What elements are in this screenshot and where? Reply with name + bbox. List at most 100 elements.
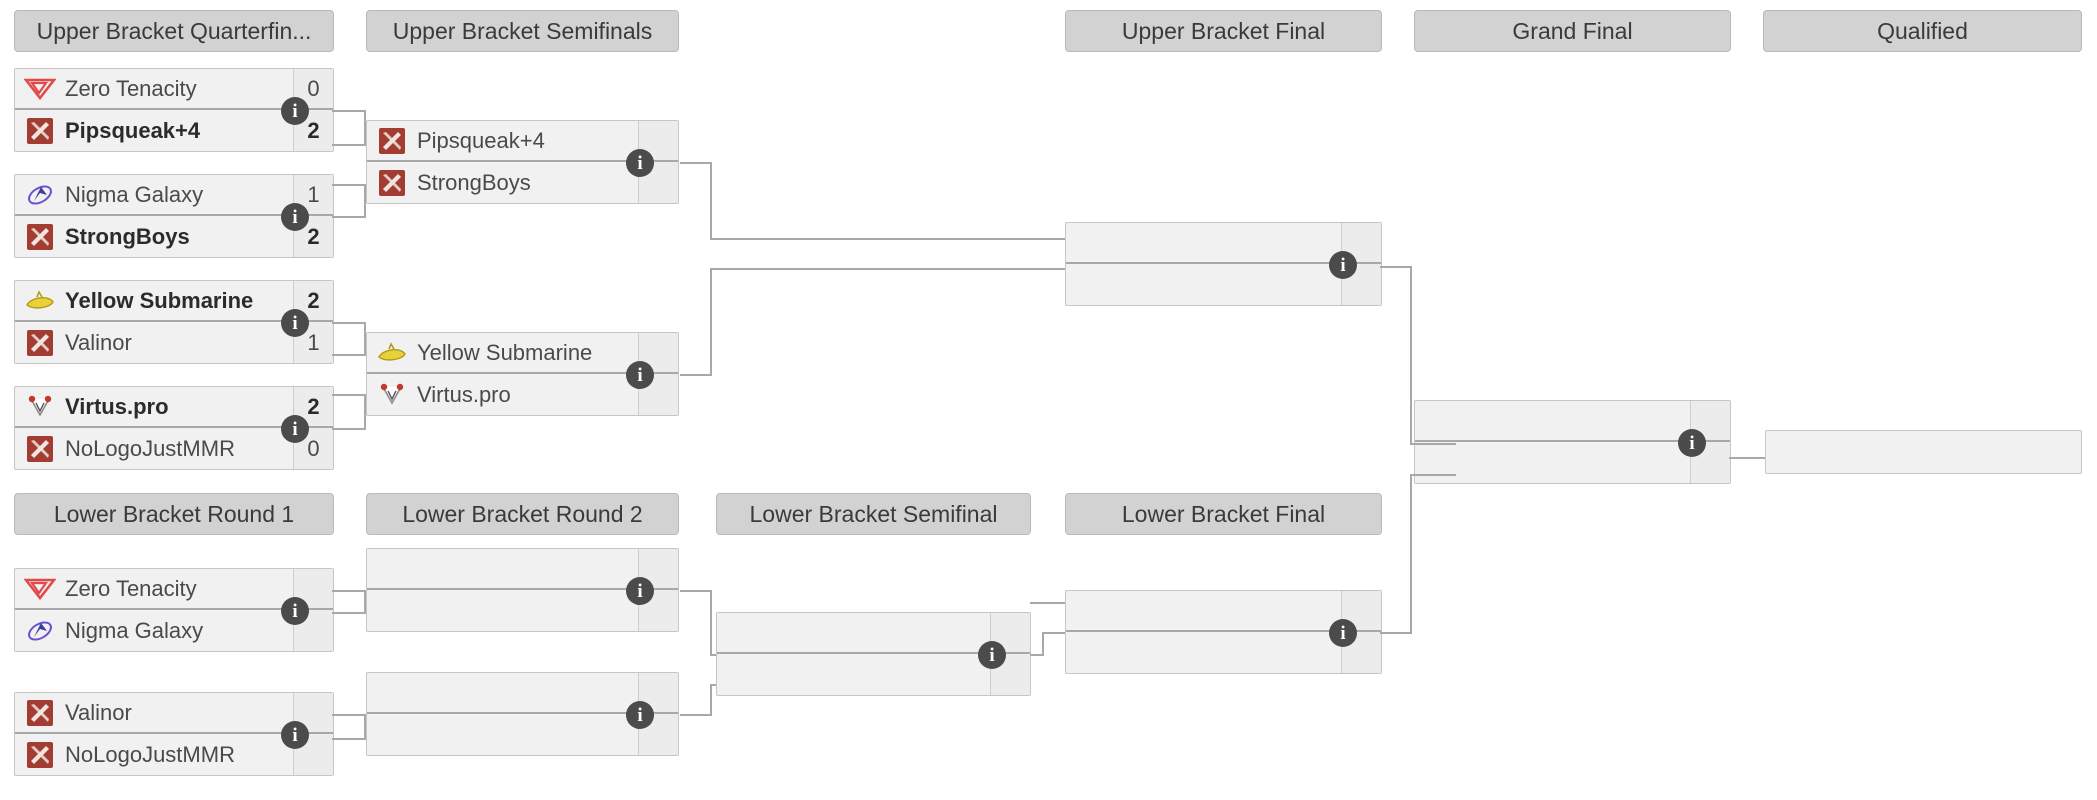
match-team-row[interactable]: StrongBoys 2 <box>15 216 333 257</box>
match-lower-bracket-final[interactable]: i <box>1065 590 1382 674</box>
connector <box>332 110 366 112</box>
round-header-qualified[interactable]: Qualified <box>1763 10 2082 52</box>
round-header-lower-bracket-round-2[interactable]: Lower Bracket Round 2 <box>366 493 679 535</box>
empty-slot-icon <box>1774 437 1808 467</box>
team-name: NoLogoJustMMR <box>65 435 235 461</box>
connector <box>680 590 712 592</box>
connector <box>1410 266 1412 445</box>
match-lbr2-1[interactable]: i <box>366 548 679 632</box>
dota-default-logo-icon <box>23 116 57 146</box>
round-header-label: Lower Bracket Final <box>1121 500 1326 527</box>
match-info-icon[interactable]: i <box>1678 429 1706 457</box>
round-header-label: Qualified <box>1877 17 1968 44</box>
match-info-icon[interactable]: i <box>626 361 654 389</box>
connector <box>332 322 366 324</box>
match-team-row[interactable]: Nigma Galaxy 1 <box>15 175 333 216</box>
virtus-pro-logo-icon <box>23 392 57 422</box>
match-info-icon[interactable]: i <box>281 415 309 443</box>
match-ubqf-4[interactable]: Virtus.pro 2 NoLogoJustMMR 0 i <box>14 386 334 470</box>
team-name: Zero Tenacity <box>65 575 197 601</box>
match-info-icon[interactable]: i <box>281 597 309 625</box>
match-info-icon[interactable]: i <box>281 97 309 125</box>
match-ubsf-1[interactable]: Pipsqueak+4 StrongBoys i <box>366 120 679 204</box>
match-lbr2-2[interactable]: i <box>366 672 679 756</box>
connector <box>364 394 366 430</box>
match-ubsf-2[interactable]: Yellow Submarine Virtus.pro i <box>366 332 679 416</box>
match-team-row[interactable]: Yellow Submarine <box>367 333 678 374</box>
match-team-row[interactable] <box>1415 401 1730 442</box>
match-info-icon[interactable]: i <box>281 721 309 749</box>
match-team-row[interactable]: Zero Tenacity 0 <box>15 69 333 110</box>
match-team-row[interactable]: Pipsqueak+4 <box>367 121 678 162</box>
match-upper-bracket-final[interactable]: i <box>1065 222 1382 306</box>
match-lbr1-1[interactable]: Zero Tenacity Nigma Galaxy i <box>14 568 334 652</box>
match-team-row[interactable]: StrongBoys <box>367 162 678 203</box>
empty-slot-icon <box>1074 638 1108 668</box>
team-name: NoLogoJustMMR <box>65 741 235 767</box>
team-name: Pipsqueak+4 <box>65 117 201 143</box>
connector <box>332 714 366 716</box>
round-header-label: Lower Bracket Round 2 <box>402 500 643 527</box>
nigma-galaxy-logo-icon <box>23 616 57 646</box>
team-name: Nigma Galaxy <box>65 181 204 207</box>
round-header-upper-bracket-quarterfinals[interactable]: Upper Bracket Quarterfin... <box>14 10 334 52</box>
match-team-row[interactable] <box>367 673 678 714</box>
match-info-icon[interactable]: i <box>281 203 309 231</box>
match-info-icon[interactable]: i <box>626 577 654 605</box>
match-info-icon[interactable]: i <box>1329 619 1357 647</box>
connector <box>680 714 712 716</box>
match-team-row[interactable]: Pipsqueak+4 2 <box>15 110 333 151</box>
connector <box>364 322 366 356</box>
match-info-icon[interactable]: i <box>626 149 654 177</box>
team-name: Virtus.pro <box>65 393 169 419</box>
round-header-lower-bracket-round-1[interactable]: Lower Bracket Round 1 <box>14 493 334 535</box>
match-grand-final[interactable]: i <box>1414 400 1731 484</box>
empty-slot-icon <box>375 720 409 750</box>
match-team-row[interactable] <box>1766 431 2081 473</box>
connector <box>364 110 366 146</box>
connector <box>332 738 366 740</box>
match-info-icon[interactable]: i <box>1329 251 1357 279</box>
round-header-label: Lower Bracket Semifinal <box>749 500 998 527</box>
connector <box>332 428 366 430</box>
empty-slot-icon <box>1074 270 1108 300</box>
connector <box>1380 266 1412 268</box>
round-header-label: Upper Bracket Final <box>1121 17 1326 44</box>
dota-default-logo-icon <box>23 740 57 770</box>
connector <box>710 268 1065 270</box>
match-ubqf-3[interactable]: Yellow Submarine 2 Valinor 1 i <box>14 280 334 364</box>
match-lbr1-2[interactable]: Valinor NoLogoJustMMR i <box>14 692 334 776</box>
dota-default-logo-icon <box>23 328 57 358</box>
yellow-submarine-logo-icon <box>23 286 57 316</box>
connector <box>1410 474 1456 476</box>
match-info-icon[interactable]: i <box>626 701 654 729</box>
round-header-label: Upper Bracket Quarterfin... <box>36 17 312 44</box>
connector <box>332 394 366 396</box>
connector <box>710 590 712 656</box>
round-header-label: Upper Bracket Semifinals <box>392 17 653 44</box>
team-name: Yellow Submarine <box>65 287 254 313</box>
connector <box>332 216 366 218</box>
dota-default-logo-icon <box>23 434 57 464</box>
team-name: Pipsqueak+4 <box>417 127 545 153</box>
match-info-icon[interactable]: i <box>281 309 309 337</box>
round-header-grand-final[interactable]: Grand Final <box>1414 10 1731 52</box>
connector <box>364 184 366 218</box>
round-header-lower-bracket-final[interactable]: Lower Bracket Final <box>1065 493 1382 535</box>
round-header-lower-bracket-semifinal[interactable]: Lower Bracket Semifinal <box>716 493 1031 535</box>
dota-default-logo-icon <box>375 126 409 156</box>
match-ubqf-2[interactable]: Nigma Galaxy 1 StrongBoys 2 i <box>14 174 334 258</box>
round-header-upper-bracket-semifinals[interactable]: Upper Bracket Semifinals <box>366 10 679 52</box>
connector <box>1030 602 1065 604</box>
match-ubqf-1[interactable]: Zero Tenacity 0 Pipsqueak+4 2 i <box>14 68 334 152</box>
empty-slot-icon <box>375 596 409 626</box>
connector <box>332 144 366 146</box>
team-name: Zero Tenacity <box>65 75 197 101</box>
empty-slot-icon <box>725 618 759 648</box>
match-info-icon[interactable]: i <box>978 641 1006 669</box>
round-header-upper-bracket-final[interactable]: Upper Bracket Final <box>1065 10 1382 52</box>
match-lower-bracket-semifinal[interactable]: i <box>716 612 1031 696</box>
qualified-slot[interactable] <box>1765 430 2082 474</box>
zero-tenacity-logo-icon <box>23 574 57 604</box>
virtus-pro-logo-icon <box>375 380 409 410</box>
